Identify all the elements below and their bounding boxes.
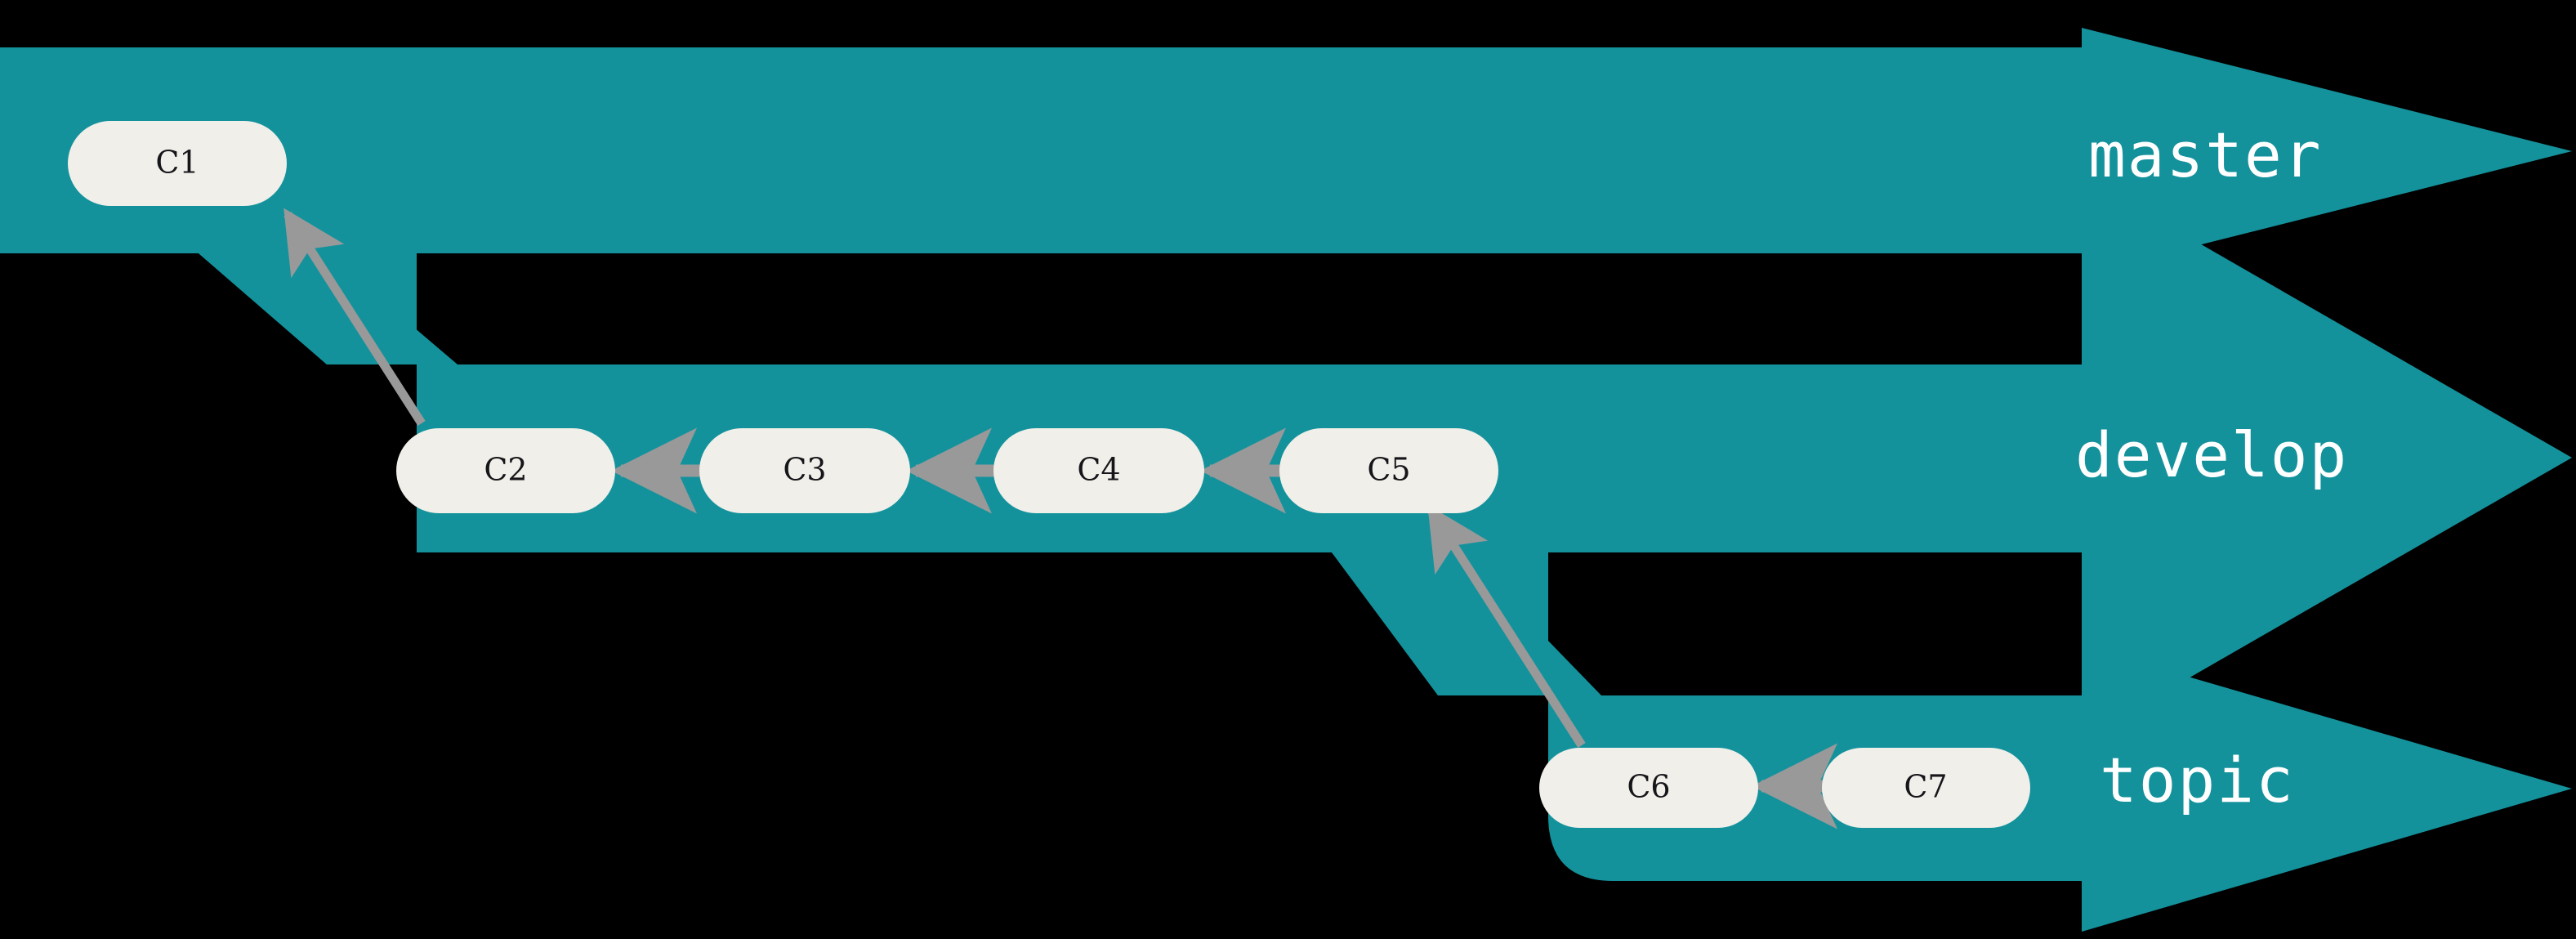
commit-box-c2[interactable] bbox=[396, 428, 615, 513]
commit-node-c4[interactable]: C4 bbox=[993, 428, 1204, 513]
commit-label-c5: C5 bbox=[1367, 452, 1410, 488]
edge-c2-to-c1 bbox=[283, 208, 426, 426]
develop-band-flag-joint bbox=[2003, 364, 2093, 552]
commit-box-c3[interactable] bbox=[699, 428, 910, 513]
commit-box-c1[interactable] bbox=[68, 121, 287, 206]
commit-label-c2: C2 bbox=[484, 452, 527, 488]
commit-label-c6: C6 bbox=[1627, 769, 1670, 805]
commit-node-c7[interactable]: C7 bbox=[1822, 748, 2030, 828]
branch-label-topic: topic bbox=[2100, 744, 2295, 816]
commit-node-c6[interactable]: C6 bbox=[1539, 748, 1758, 828]
commit-box-c5[interactable] bbox=[1279, 428, 1498, 513]
connector-develop-to-topic-chute bbox=[1332, 552, 1601, 695]
commit-box-c4[interactable] bbox=[993, 428, 1204, 513]
commit-node-c2[interactable]: C2 bbox=[396, 428, 615, 513]
commit-node-c3[interactable]: C3 bbox=[699, 428, 910, 513]
commit-box-c6[interactable] bbox=[1539, 748, 1758, 828]
commit-label-c3: C3 bbox=[783, 452, 826, 488]
commit-node-c1[interactable]: C1 bbox=[68, 121, 287, 206]
branch-band-master-body bbox=[0, 47, 2082, 253]
branch-band-master bbox=[0, 28, 2572, 275]
commit-label-c1: C1 bbox=[155, 145, 199, 181]
branch-label-develop: develop bbox=[2075, 418, 2348, 491]
branch-arrowhead-topic bbox=[2082, 646, 2572, 932]
branch-label-master: master bbox=[2088, 118, 2323, 191]
commit-node-c5[interactable]: C5 bbox=[1279, 428, 1498, 513]
branch-arrowhead-develop bbox=[2082, 176, 2572, 740]
connector-master-to-develop-chute bbox=[199, 253, 458, 364]
commit-label-c7: C7 bbox=[1904, 769, 1947, 805]
branch-band-develop-body bbox=[417, 364, 2082, 552]
branch-arrowhead-master bbox=[2082, 28, 2572, 275]
commit-box-c7[interactable] bbox=[1822, 748, 2030, 828]
edge-c6-to-c5 bbox=[1427, 504, 1586, 748]
commit-label-c4: C4 bbox=[1077, 452, 1120, 488]
